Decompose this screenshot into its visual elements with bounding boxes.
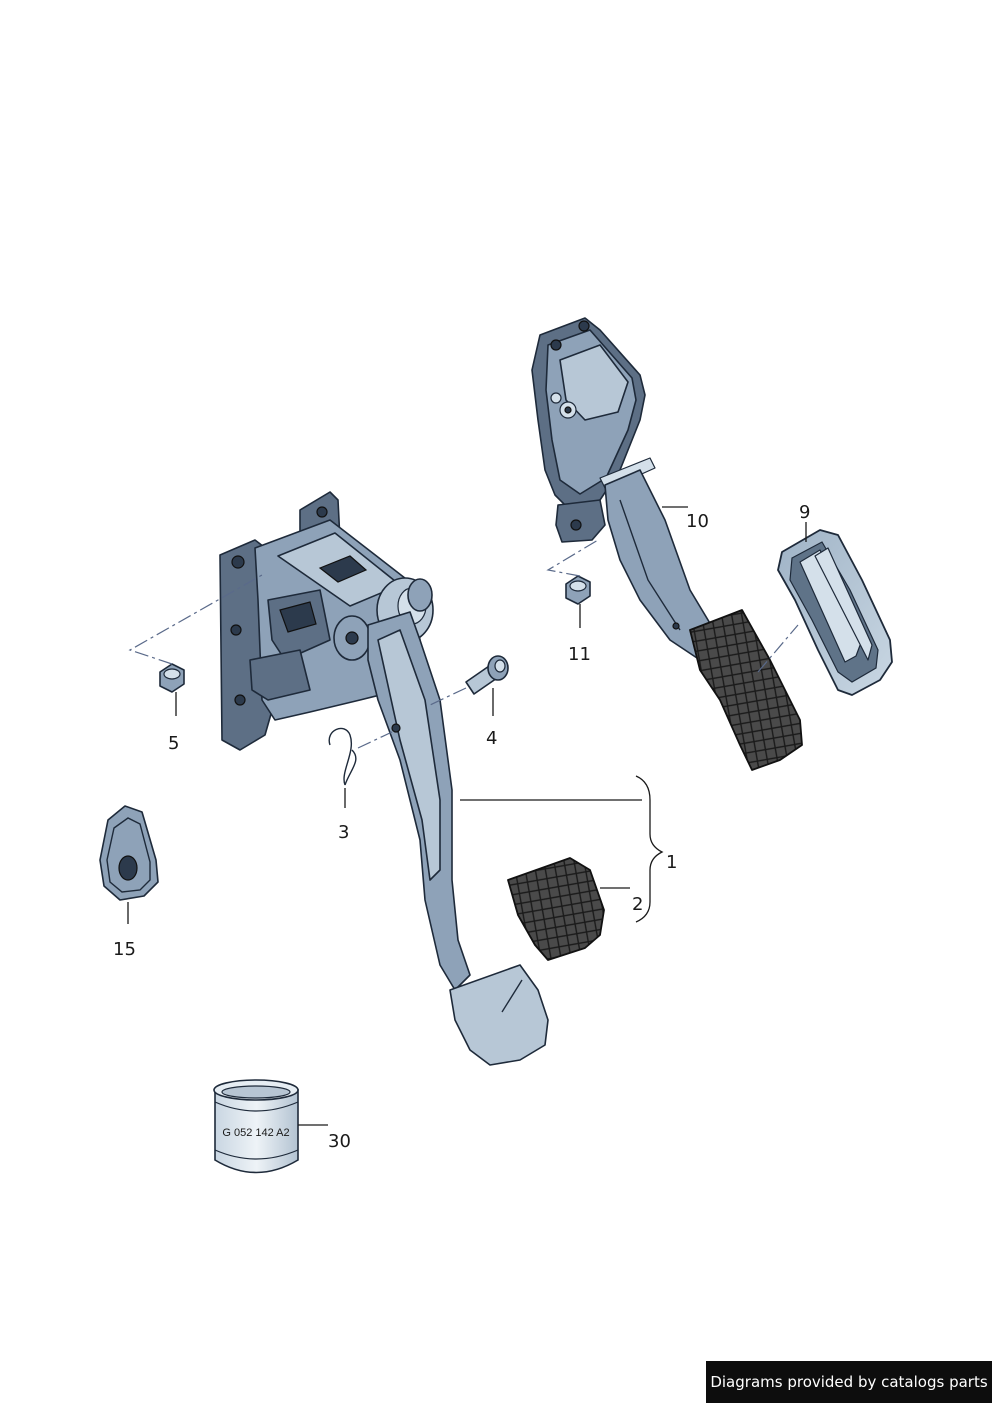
nut-5 bbox=[159, 663, 185, 693]
callout-11: 11 bbox=[568, 644, 591, 665]
callout-1: 1 bbox=[666, 852, 677, 873]
footer-credit-badge: Diagrams provided by catalogs parts bbox=[706, 1361, 992, 1403]
callout-3: 3 bbox=[338, 822, 349, 843]
assembly-dash-lines bbox=[128, 539, 799, 749]
accelerator-pedal-module bbox=[531, 317, 803, 771]
bushing-marking: G 052 142 A2 bbox=[222, 1127, 289, 1139]
bushing-30: G 052 142 A2 bbox=[213, 1079, 299, 1174]
pivot-pin-4 bbox=[465, 655, 509, 695]
footer-credit-text: Diagrams provided by catalogs parts bbox=[710, 1373, 988, 1391]
callout-2: 2 bbox=[632, 894, 643, 915]
callout-30: 30 bbox=[328, 1131, 351, 1152]
spring-clip-3 bbox=[328, 727, 357, 786]
pedal-rubber-pad bbox=[507, 857, 605, 961]
callout-labels: 1 2 3 4 5 9 10 11 15 30 bbox=[113, 502, 810, 1152]
pedal-arm bbox=[367, 611, 549, 1066]
accelerator-pad-cover bbox=[777, 529, 893, 696]
callout-15: 15 bbox=[113, 939, 136, 960]
callout-9: 9 bbox=[799, 502, 810, 523]
nut-11 bbox=[565, 575, 591, 605]
leader-lines bbox=[127, 506, 807, 1126]
callout-10: 10 bbox=[686, 511, 709, 532]
gasket-15 bbox=[99, 805, 159, 901]
callout-5: 5 bbox=[168, 733, 179, 754]
callout-4: 4 bbox=[486, 728, 497, 749]
